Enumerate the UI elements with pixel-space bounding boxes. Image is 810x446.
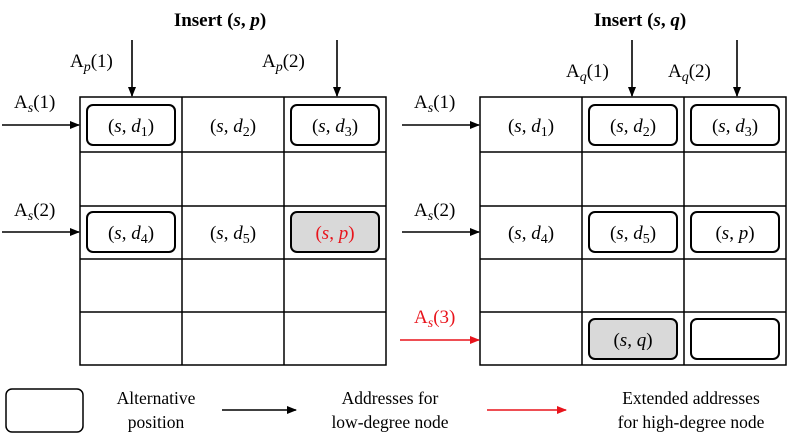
right-cell: (s, q) <box>588 318 678 360</box>
alternative-position-box <box>86 104 176 146</box>
edge-label: (s, d3) <box>712 116 758 140</box>
edge-label: (s, q) <box>613 330 652 351</box>
alternative-position-box <box>690 318 780 360</box>
edge-label: (s, d1) <box>108 116 154 140</box>
alternative-position-box <box>588 318 678 360</box>
alternative-position-box <box>290 104 380 146</box>
left-panel: Insert (s, p) Ap(1) Ap(2) As(1) As(2) <box>2 10 387 366</box>
edge-label: (s, d2) <box>210 116 256 140</box>
right-cell <box>690 318 780 360</box>
edge-label: (s, p) <box>715 223 754 244</box>
left-cell: (s, d1) <box>86 104 176 146</box>
right-panel: Insert (s, q) Aq(1) Aq(2) As(1) As(2) <box>400 10 787 366</box>
left-title: Insert (s, p) <box>174 10 266 31</box>
pointer-label: Aq(2) <box>668 61 711 85</box>
right-cell: (s, d1) <box>508 116 554 140</box>
right-col-pointer-2: Aq(2) <box>668 40 741 97</box>
right-title: Insert (s, q) <box>594 10 686 31</box>
legend-high-line2: for high-degree node <box>618 412 765 432</box>
legend: Alternative position Addresses for low-d… <box>5 388 765 433</box>
left-col-pointer-1: Ap(1) <box>70 40 136 97</box>
left-col-pointer-2: Ap(2) <box>262 40 341 97</box>
left-cell: (s, d5) <box>210 223 256 247</box>
left-row-pointer-1: As(1) <box>2 92 80 129</box>
legend-alt-box <box>5 388 84 433</box>
pointer-label: As(2) <box>14 200 55 224</box>
edge-label: (s, d5) <box>610 223 656 247</box>
pointer-label: Ap(1) <box>70 51 113 75</box>
alternative-position-box <box>690 104 780 146</box>
edge-label: (s, d1) <box>508 116 554 140</box>
right-row-pointer-3: As(3) <box>400 307 480 344</box>
left-cell: (s, p) <box>290 211 380 253</box>
right-cell: (s, d2) <box>588 104 678 146</box>
right-cell: (s, d3) <box>690 104 780 146</box>
alternative-position-box <box>290 211 380 253</box>
right-col-pointer-1: Aq(1) <box>566 40 636 97</box>
edge-label: (s, d3) <box>312 116 358 140</box>
right-row-pointer-1: As(1) <box>402 92 480 129</box>
alternative-position-box <box>86 211 176 253</box>
legend-low-line1: Addresses for <box>342 388 439 408</box>
edge-label: (s, d5) <box>210 223 256 247</box>
left-cell: (s, d3) <box>290 104 380 146</box>
edge-label: (s, d2) <box>610 116 656 140</box>
right-cell: (s, d5) <box>588 211 678 253</box>
pointer-label: As(2) <box>414 200 455 224</box>
pointer-label-extended: As(3) <box>414 307 455 331</box>
right-cell: (s, p) <box>690 211 780 253</box>
right-row-pointer-2: As(2) <box>402 200 480 236</box>
edge-label: (s, d4) <box>108 223 154 247</box>
pointer-label: As(1) <box>14 92 55 116</box>
legend-low-line2: low-degree node <box>331 412 448 432</box>
left-row-pointer-2: As(2) <box>2 200 80 236</box>
alternative-position-box <box>588 211 678 253</box>
left-cell: (s, d4) <box>86 211 176 253</box>
legend-high-line1: Extended addresses <box>622 388 760 408</box>
legend-alt-line1: Alternative <box>117 388 196 408</box>
edge-label: (s, d4) <box>508 223 554 247</box>
left-grid <box>79 96 387 366</box>
edge-label: (s, p) <box>315 223 354 244</box>
alternative-position-box <box>588 104 678 146</box>
pointer-label: Ap(2) <box>262 51 305 75</box>
pointer-label: As(1) <box>414 92 455 116</box>
left-cell: (s, d2) <box>210 116 256 140</box>
alternative-position-box <box>690 211 780 253</box>
right-grid <box>479 96 787 366</box>
legend-alt-line2: position <box>128 412 185 432</box>
right-cell: (s, d4) <box>508 223 554 247</box>
pointer-label: Aq(1) <box>566 61 609 85</box>
